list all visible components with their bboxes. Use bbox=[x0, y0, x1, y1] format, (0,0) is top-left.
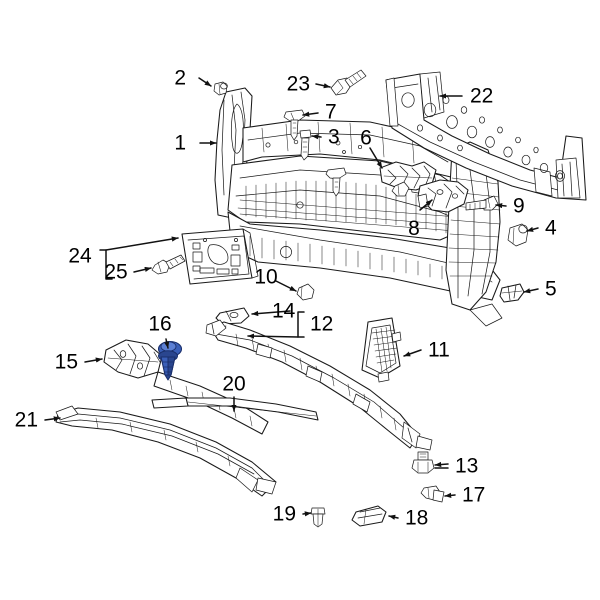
callout-label-2[interactable]: 2 bbox=[174, 66, 186, 90]
callout-label-23[interactable]: 23 bbox=[286, 72, 310, 96]
part-4-push-pin-plug bbox=[507, 223, 529, 247]
part-14-absorber-pad bbox=[215, 307, 250, 325]
callout-label-18[interactable]: 18 bbox=[405, 506, 429, 530]
callout-label-1[interactable]: 1 bbox=[174, 131, 186, 155]
part-12-energy-absorber bbox=[205, 319, 433, 451]
part-21-front-spoiler bbox=[55, 405, 277, 497]
part-17-nut-clip bbox=[420, 485, 445, 503]
callout-label-10[interactable]: 10 bbox=[254, 265, 278, 289]
part-11-grille-insert bbox=[361, 317, 402, 383]
callout-label-4[interactable]: 4 bbox=[545, 216, 557, 240]
callout-label-14[interactable]: 14 bbox=[272, 299, 296, 323]
callout-label-5[interactable]: 5 bbox=[545, 277, 557, 301]
callout-label-3[interactable]: 3 bbox=[328, 125, 340, 149]
part-24-license-plate-bracket bbox=[181, 228, 259, 285]
callout-label-16[interactable]: 16 bbox=[148, 312, 172, 336]
callout-label-25[interactable]: 25 bbox=[104, 260, 128, 284]
part-5-retainer-clip bbox=[499, 283, 525, 303]
part-22-reinforcement-bar bbox=[385, 71, 587, 201]
callout-label-11[interactable]: 11 bbox=[428, 338, 450, 362]
callout-label-7[interactable]: 7 bbox=[325, 100, 337, 124]
part-18-bracket-clip bbox=[351, 505, 387, 527]
part-aux-clip-upper bbox=[391, 181, 410, 197]
part-7-screw-rivet bbox=[283, 109, 306, 141]
part-2-grommet bbox=[213, 81, 228, 96]
part-20-valance-molding bbox=[151, 397, 319, 421]
part-10-push-pin-clip bbox=[296, 283, 315, 301]
callout-label-24[interactable]: 24 bbox=[68, 244, 92, 268]
part-19-push-rivet bbox=[310, 507, 326, 528]
part-3-bolt-stud bbox=[299, 129, 312, 161]
callout-label-8[interactable]: 8 bbox=[408, 217, 420, 240]
part-13-flange-bolt-lower bbox=[411, 451, 435, 474]
part-9-flange-bolt bbox=[465, 195, 499, 211]
callout-label-15[interactable]: 15 bbox=[54, 350, 78, 374]
callout-label-22[interactable]: 22 bbox=[470, 84, 494, 108]
leader-lines bbox=[44, 77, 539, 520]
callout-label-13[interactable]: 13 bbox=[455, 454, 479, 478]
part-6-mounting-bracket bbox=[379, 161, 437, 191]
callout-label-19[interactable]: 19 bbox=[272, 502, 296, 526]
part-25-license-screw bbox=[151, 254, 186, 275]
part-23-hex-bolt bbox=[330, 69, 367, 96]
part-rivet-aux bbox=[325, 167, 347, 197]
callout-label-20[interactable]: 20 bbox=[222, 372, 246, 396]
callout-label-21[interactable]: 21 bbox=[14, 408, 38, 432]
callout-label-12[interactable]: 12 bbox=[310, 312, 334, 336]
callout-label-9[interactable]: 9 bbox=[513, 194, 525, 218]
callout-label-17[interactable]: 17 bbox=[462, 483, 486, 507]
callout-label-6[interactable]: 6 bbox=[360, 126, 372, 150]
